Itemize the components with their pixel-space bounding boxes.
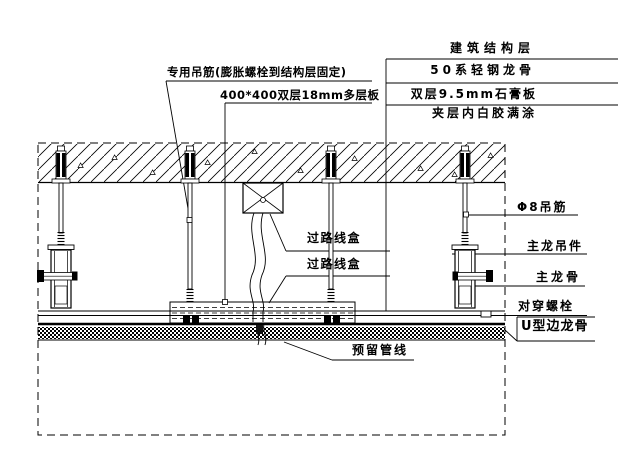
leader-lines — [165, 58, 618, 361]
label-steel-keel: 50系轻钢龙骨 — [430, 63, 535, 77]
expansion-bolt — [51, 145, 71, 184]
threaded-rod — [327, 289, 335, 303]
hanger-rod-left — [58, 182, 64, 234]
cables — [249, 212, 267, 346]
bolt-head — [37, 270, 44, 282]
label-wire-box-1: 过路线盒 — [307, 231, 362, 245]
label-special-hanger: 专用吊筋(膨胀螺栓到结构层固定) — [167, 65, 347, 79]
hanger-rod-right — [462, 182, 468, 234]
label-gypsum-board: 双层9.5mm石膏板 — [410, 87, 537, 101]
expansion-bolt — [455, 145, 475, 184]
u-edge-keel-section — [480, 310, 492, 318]
label-main-keel-hanger: 主龙吊件 — [527, 239, 584, 253]
keel-hanger-plate — [451, 244, 479, 250]
leader-markers — [186, 211, 469, 305]
bolt-nut — [72, 271, 78, 281]
platform-foot — [192, 316, 199, 323]
main-keel-assembly-left — [37, 244, 78, 309]
platform-foot — [183, 316, 190, 323]
label-u-edge-keel: U型边龙骨 — [521, 319, 589, 334]
hanger-rod-mid-left — [187, 182, 193, 290]
platform-foot — [333, 316, 340, 323]
gypsum-layer-2 — [38, 327, 505, 339]
label-structure-layer: 建筑结构层 — [449, 41, 535, 55]
bolt-nut — [452, 271, 458, 281]
conduit-through-ceiling — [256, 325, 263, 334]
threaded-rod — [186, 289, 194, 303]
main-keel-assembly-right — [451, 244, 493, 309]
structural-slab — [38, 144, 505, 184]
ceiling-layers — [38, 310, 505, 341]
label-white-glue: 夹层内白胶满涂 — [431, 106, 537, 120]
expansion-bolts — [51, 145, 475, 184]
keel-hanger-plate — [47, 244, 75, 250]
aggregate-symbols — [77, 148, 494, 177]
label-wire-box-2: 过路线盒 — [307, 257, 362, 271]
platform-foot — [324, 316, 331, 323]
junction-box — [242, 182, 284, 214]
label-hanger-rod: Φ8吊筋 — [517, 200, 568, 214]
drawing-border — [37, 142, 506, 436]
label-main-keel: 主龙骨 — [536, 270, 582, 284]
label-through-bolt: 对穿螺栓 — [518, 299, 575, 313]
label-reserved-pipeline: 预留管线 — [352, 343, 409, 357]
bolt-head — [486, 270, 493, 282]
label-plywood-panel: 400*400双层18mm多层板 — [220, 88, 380, 102]
plywood-platform — [169, 301, 356, 324]
expansion-bolt — [321, 145, 341, 184]
